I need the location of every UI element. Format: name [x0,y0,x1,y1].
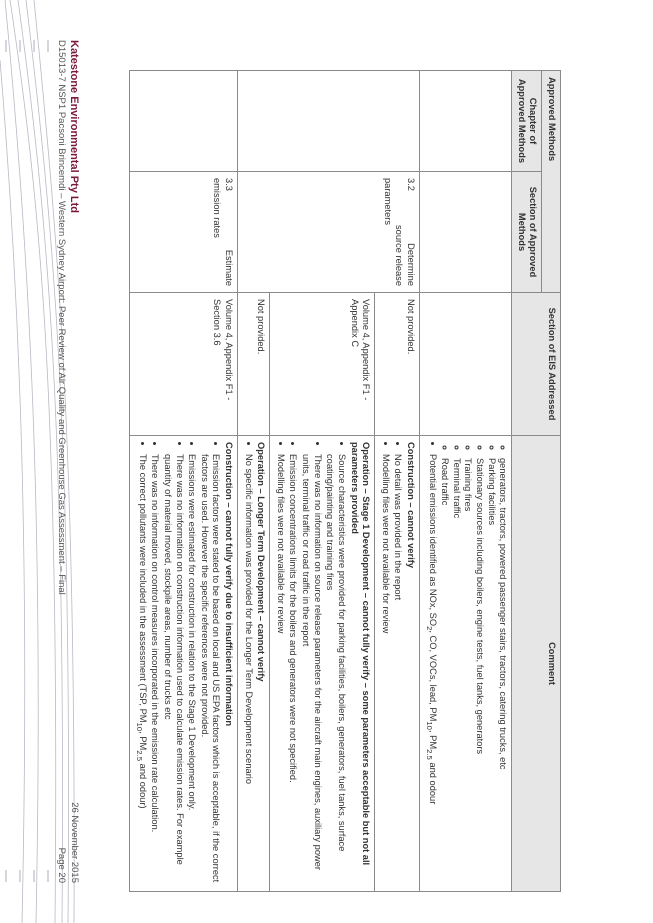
list-item: The correct pollutants were included in … [134,454,148,885]
cell-comment: Construction – cannot fully verify due t… [129,435,238,892]
cell-comment: Operation – Longer Term Development – ca… [237,435,270,892]
footer-right: 26 November 2015 Page 20 [54,802,80,883]
cell-comment: Construction – cannot verify No detail w… [374,435,420,892]
list-item: There was no information on control meas… [149,454,160,885]
approved-methods-table: Approved Methods Section of EIS Addresse… [129,70,561,892]
footer-date: 26 November 2015 [69,802,80,883]
list-item: Stationary sources including boilers, en… [473,458,485,885]
cell-chapter [237,70,420,172]
header-chapter: Chapter of Approved Methods [511,70,542,172]
list-item: Parking facilities [485,458,497,885]
cell-section [419,171,512,293]
cell-chapter [129,70,238,172]
table-row: generators, tractors, powered passenger … [419,70,512,892]
cell-comment: Operation – Stage 1 Development – cannot… [269,435,375,892]
cell-eis [419,292,512,436]
list-item: Potential emissions identified as NOx, S… [424,454,438,885]
cell-eis: Volume 4, Appendix F1 - Appendix C [269,292,375,436]
header-section-eis: Section of EIS Addressed [511,292,561,436]
list-item: No detail was provided in the report [392,454,403,885]
list-item: generators, tractors, powered passenger … [497,458,508,885]
list-item: Emission factors were stated to be based… [198,454,222,885]
header-section-am: Section of Approved Methods [511,171,542,293]
list-item: Road traffic [439,458,450,885]
list-item: Modelling files were not available for r… [379,454,391,885]
decorative-curves [0,0,75,923]
bullet-list: Potential emissions identified as NOx, S… [424,442,438,885]
cell-eis: Not provided. [237,292,270,436]
list-item: There was no information on construction… [161,454,185,885]
header-comment: Comment [511,435,561,892]
sub-list: generators, tractors, powered passenger … [439,442,508,885]
page-number: Page 20 [56,847,68,883]
list-item: Training fires [462,458,473,885]
cell-comment: generators, tractors, powered passenger … [419,435,512,892]
list-item: Source characteristics were provided for… [324,454,347,885]
list-item: Modelling files were not available for r… [274,454,286,885]
document-subtitle: D15013-7 NSP1 Pacsoni Brincemdi – Wester… [56,40,67,595]
company-name: Katestone Environmental Pty Ltd [68,40,80,213]
list-item: There was no information on source relea… [299,454,323,885]
list-item: No specific information was provided for… [242,454,254,885]
footer-left: Katestone Environmental Pty Ltd D15013-7… [56,40,80,595]
cell-eis: Not provided. [374,292,420,436]
cell-eis: Volume 4, Appendix F1 - Section 3.6 [129,292,238,436]
list-item: Emissions were estimated for constructio… [186,454,197,885]
header-approved-methods: Approved Methods [541,70,561,293]
list-item: Terminal traffic [450,458,462,885]
cell-chapter [419,70,512,172]
list-item: Emission concentrations limits for the b… [287,454,298,885]
